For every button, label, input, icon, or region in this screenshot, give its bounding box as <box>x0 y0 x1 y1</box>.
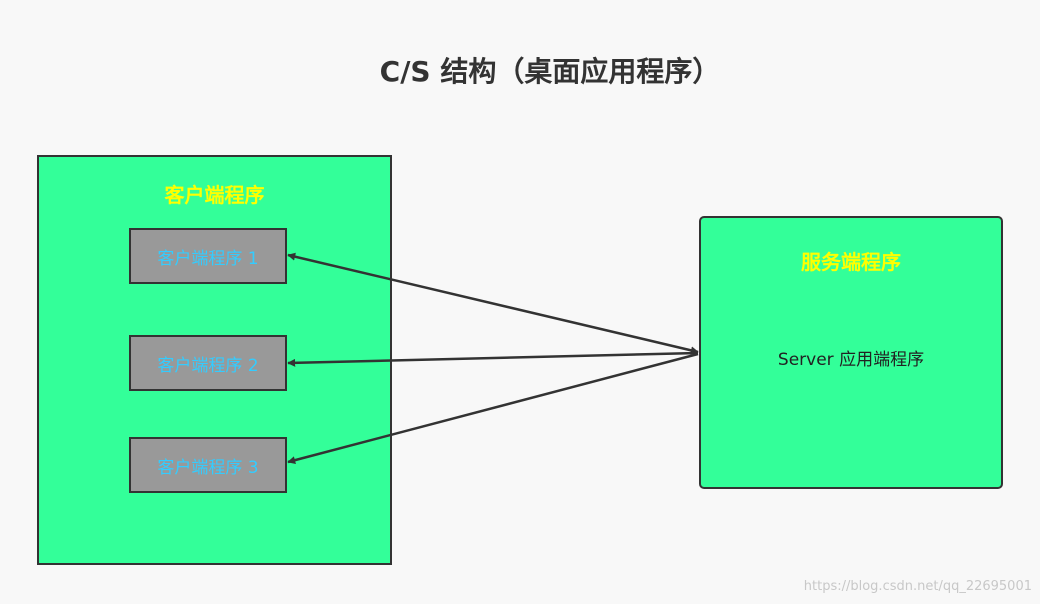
server-title: 服务端程序 <box>801 250 901 274</box>
client-group-title: 客户端程序 <box>164 183 265 207</box>
diagram-title: C/S 结构（桌面应用程序） <box>379 55 721 88</box>
watermark: https://blog.csdn.net/qq_22695001 <box>803 579 1032 594</box>
server-label: Server 应用端程序 <box>777 350 925 370</box>
client-item-3: 客户端程序 3 <box>129 437 287 493</box>
arrow-client-1-server <box>287 252 699 355</box>
arrow-client-2-server <box>287 351 699 367</box>
server-box: 服务端程序 Server 应用端程序 <box>699 216 1003 489</box>
client-item-1: 客户端程序 1 <box>129 228 287 284</box>
client-item-2: 客户端程序 2 <box>129 335 287 391</box>
arrow-client-3-server <box>287 352 699 465</box>
client-group-box: 客户端程序 客户端程序 1 客户端程序 2 客户端程序 3 <box>37 155 392 565</box>
